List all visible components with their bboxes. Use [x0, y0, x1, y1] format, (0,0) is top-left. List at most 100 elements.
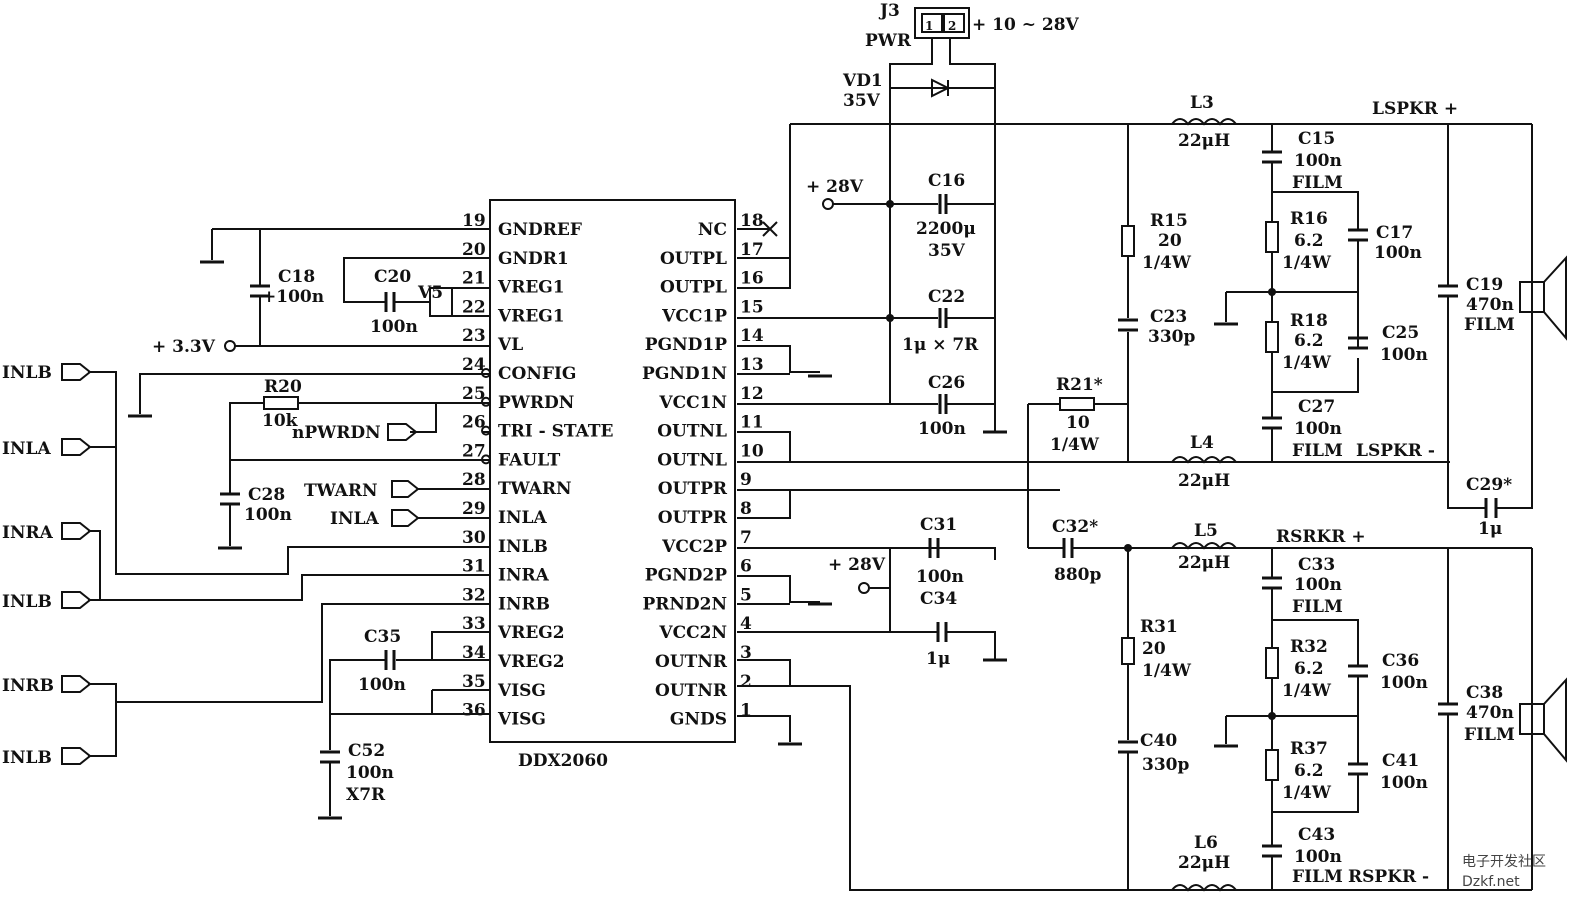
pin-number-left: 28 [462, 470, 486, 490]
r20-symbol [263, 396, 299, 410]
c15-symbol [1262, 150, 1282, 164]
c34-label: C34 [920, 589, 957, 609]
vreg2-visg-wires [329, 631, 490, 816]
pgnd1-wires [737, 345, 820, 375]
pin-name-right: GNDS [670, 710, 727, 730]
pin-number-left: 29 [462, 499, 486, 519]
inra-label: INRA [2, 523, 54, 543]
pin-number-left: 19 [462, 211, 486, 231]
pin-name-left: VREG2 [497, 652, 565, 672]
pin-name-right: VCC2P [661, 537, 727, 557]
pin-number-right: 5 [740, 585, 752, 605]
r32-value: 6.2 [1294, 659, 1324, 679]
c27-value: 100n [1294, 419, 1342, 439]
c20-symbol [384, 292, 396, 312]
pin-name-left: TWARN [498, 479, 572, 499]
c52-value: 100n [346, 763, 394, 783]
r21-watt: 1/4W [1050, 435, 1100, 455]
gndref-wires [211, 228, 490, 347]
c33-label: C33 [1298, 555, 1335, 575]
pin-number-left: 33 [462, 614, 486, 634]
c16-label: C16 [928, 171, 965, 191]
c17-label: C17 [1376, 223, 1413, 243]
left-zobel-network [1226, 124, 1359, 462]
c38-symbol [1438, 702, 1458, 716]
left-speaker-body [1519, 281, 1545, 313]
pin-name-left: PWRDN [498, 393, 574, 413]
c35-label: C35 [364, 627, 401, 647]
pin-number-right: 10 [740, 441, 764, 461]
pin-number-right: 3 [740, 643, 752, 663]
r32-label: R32 [1290, 637, 1328, 657]
chip-name: DDX2060 [518, 751, 608, 771]
r31-symbol [1121, 637, 1135, 665]
c28-label: C28 [248, 485, 285, 505]
pin-number-right: 9 [740, 470, 752, 490]
c41-value: 100n [1380, 773, 1428, 793]
inrb-wire [88, 603, 490, 757]
pin-number-left: 24 [462, 355, 486, 375]
pin-name-right: PGND1N [642, 364, 727, 384]
pin-name-right: PRND2N [642, 594, 727, 614]
c32-label: C32* [1052, 517, 1098, 537]
c31-label: C31 [920, 515, 957, 535]
c32-symbol [1062, 538, 1074, 558]
r31-label: R31 [1140, 617, 1178, 637]
r21-symbol [1059, 397, 1095, 411]
c22-symbol [938, 308, 948, 328]
r16-watt: 1/4W [1282, 253, 1332, 273]
p28v-label-b: + 28V [828, 555, 886, 575]
c15-type: FILM [1292, 173, 1343, 193]
pin-name-left: FAULT [498, 450, 561, 470]
r20-label: R20 [264, 377, 302, 397]
c27-symbol [1262, 416, 1282, 430]
pin-name-left: INRB [498, 594, 550, 614]
c40-value: 330p [1142, 755, 1189, 775]
pin-name-right: NC [698, 220, 727, 240]
pin-number-right: 7 [740, 528, 752, 548]
pin-name-right: OUTNR [655, 681, 728, 701]
pin-name-left: VREG1 [497, 278, 565, 298]
c19-label: C19 [1466, 275, 1503, 295]
c22-label: C22 [928, 287, 965, 307]
c26-value: 100n [918, 419, 966, 439]
j3-label: J3 [878, 1, 900, 21]
pin-name-left: INRA [498, 566, 550, 586]
c43-value: 100n [1294, 847, 1342, 867]
pin-name-left: INLB [498, 537, 548, 557]
pin-name-right: OUTNR [655, 652, 728, 672]
inla-ext-label: INLA [330, 509, 379, 529]
c52-symbol [320, 750, 340, 764]
vd1-diode-symbol [931, 78, 951, 98]
c27-label: C27 [1298, 397, 1335, 417]
c36-label: C36 [1382, 651, 1419, 671]
ic-body [489, 199, 736, 743]
c20-label: C20 [374, 267, 411, 287]
j3-wires [889, 38, 996, 124]
c41-symbol [1348, 762, 1368, 776]
watermark-cn: 电子开发社区 [1462, 854, 1546, 870]
pin-name-right: OUTPL [660, 278, 727, 298]
r16-value: 6.2 [1294, 231, 1324, 251]
right-speaker-body [1519, 703, 1545, 735]
pin-number-left: 27 [462, 441, 486, 461]
c38-value: 470n [1466, 703, 1514, 723]
r32-symbol [1265, 647, 1279, 679]
c16-symbol [938, 194, 948, 214]
pin-name-right: OUTNL [657, 422, 727, 442]
c43-label: C43 [1298, 825, 1335, 845]
watermark-en: Dzkf.net [1462, 874, 1520, 890]
pin-number-left: 32 [462, 585, 486, 605]
c32-r31-branch [1028, 547, 1532, 890]
pin-number-right: 18 [740, 211, 764, 231]
c35-symbol [384, 650, 396, 670]
c19-type: FILM [1464, 315, 1515, 335]
r20-value: 10k [262, 411, 299, 431]
j3-pin1-label: 1 [925, 19, 933, 33]
c16-voltage: 35V [928, 241, 966, 261]
l5-inductor [1171, 542, 1237, 550]
r21-value: 10 [1066, 413, 1090, 433]
l4-inductor [1171, 456, 1237, 464]
